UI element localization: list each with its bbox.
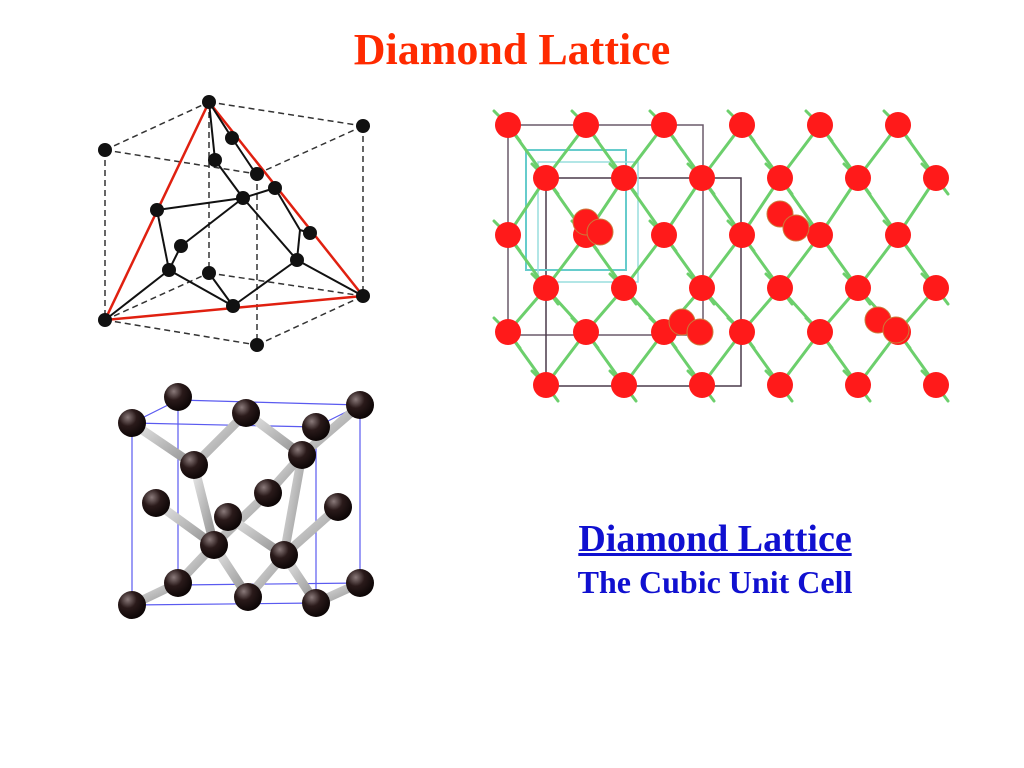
- caption-subtitle: The Cubic Unit Cell: [577, 564, 853, 600]
- red-atom: [845, 165, 871, 191]
- red-atom: [807, 222, 833, 248]
- ball-and-stick-unit-cell-figure: [118, 383, 374, 619]
- tetrahedral-unit-cell-figure: [98, 95, 370, 352]
- diamond-network-figure: [492, 109, 950, 403]
- red-atom: [845, 275, 871, 301]
- red-atom: [807, 319, 833, 345]
- red-atom: [845, 372, 871, 398]
- red-atom: [573, 112, 599, 138]
- red-atom: [923, 372, 949, 398]
- network-atoms: [495, 112, 949, 398]
- model-atoms: [118, 383, 374, 619]
- red-atom: [885, 112, 911, 138]
- red-atom: [689, 275, 715, 301]
- red-atom: [807, 112, 833, 138]
- red-atom: [586, 218, 614, 246]
- red-atom: [729, 112, 755, 138]
- red-atom: [689, 165, 715, 191]
- red-atom: [651, 222, 677, 248]
- red-atom: [573, 319, 599, 345]
- red-atom: [882, 316, 910, 344]
- red-atom: [686, 318, 714, 346]
- red-atom: [495, 222, 521, 248]
- red-atom: [651, 112, 677, 138]
- red-atom: [495, 319, 521, 345]
- red-atom: [729, 319, 755, 345]
- red-atom: [689, 372, 715, 398]
- unit-cell-outlines: [507, 124, 742, 387]
- red-atom: [611, 165, 637, 191]
- red-atom: [767, 275, 793, 301]
- slide-title: Diamond Lattice: [353, 25, 671, 74]
- red-atom: [533, 372, 559, 398]
- caption-title: Diamond Lattice: [578, 518, 852, 560]
- caption: Diamond Lattice The Cubic Unit Cell: [540, 516, 890, 602]
- red-atom: [885, 222, 911, 248]
- red-atom: [533, 275, 559, 301]
- tetra-atoms: [98, 95, 370, 352]
- red-atom: [729, 222, 755, 248]
- red-atom: [767, 165, 793, 191]
- red-atom: [923, 275, 949, 301]
- red-atom: [611, 275, 637, 301]
- red-atom: [533, 165, 559, 191]
- network-bonds: [492, 109, 950, 403]
- red-atom: [611, 372, 637, 398]
- red-atom: [767, 372, 793, 398]
- red-atom: [495, 112, 521, 138]
- red-atom: [923, 165, 949, 191]
- red-atom: [782, 214, 810, 242]
